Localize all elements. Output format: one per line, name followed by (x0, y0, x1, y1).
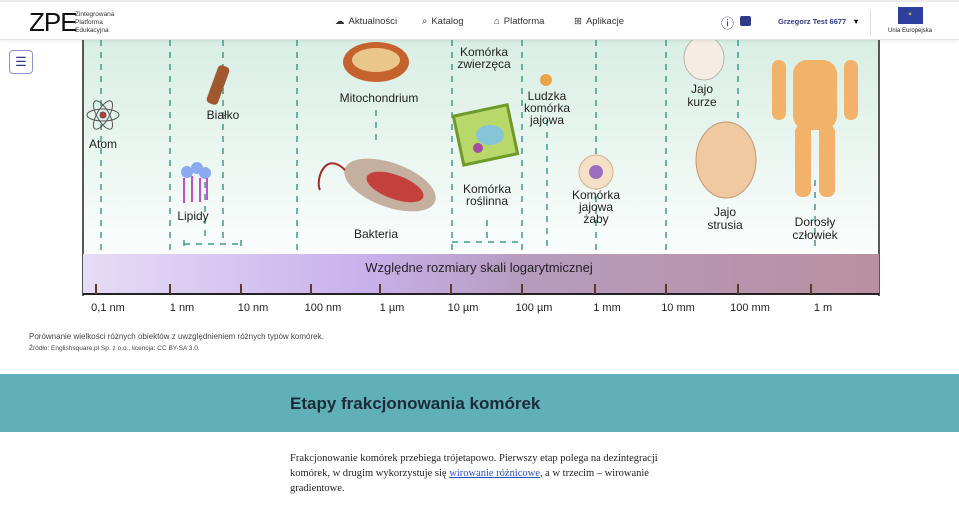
label-protein: Białko (207, 108, 240, 122)
human-figure-icon (772, 60, 858, 197)
label-human-egg: jajowa (529, 113, 564, 127)
zpe-logo[interactable]: ZPE (29, 7, 78, 37)
chevron-down-icon: ▼ (852, 17, 860, 26)
label-chicken-egg: kurze (687, 95, 717, 109)
eu-label: Unia Europejska (887, 28, 933, 34)
label-frog-egg: Komórka (572, 188, 620, 202)
scale-tick-label: 1 µm (380, 302, 405, 314)
scale-tick-label: 100 mm (730, 302, 770, 314)
table-of-contents-button[interactable]: ☰ (9, 50, 33, 74)
lipid-icon (181, 162, 211, 203)
megaphone-icon: ☁ (335, 16, 345, 27)
protein-icon (206, 65, 230, 105)
scale-tick-label: 1 m (814, 302, 832, 314)
logo-line: Edukacyjna (75, 27, 109, 34)
scale-tick-label: 1 nm (170, 302, 194, 314)
accessibility-icon[interactable]: ⓘ (721, 16, 735, 31)
logo-line: Platforma (75, 19, 103, 26)
label-mitochondrion: Mitochondrium (340, 91, 419, 105)
platform-icon: ⌂ (494, 16, 500, 27)
scale-tick-label: 0,1 nm (91, 302, 125, 314)
label-animal-cell: Komórka (460, 45, 508, 59)
scale-tick-label: 100 nm (305, 302, 342, 314)
scale-bar-title: Względne rozmiary skali logarytmicznej (365, 260, 593, 275)
paragraph-text: , a w trzecim – wirowanie gradientowe. (290, 468, 649, 494)
chicken-egg-icon (683, 40, 725, 81)
link-wirowanie-roznicowe[interactable]: wirowanie różnicowe (449, 468, 540, 479)
eu-flag-icon: ✶ (897, 7, 923, 24)
logo-subtitle: Zintegrowana Platforma Edukacyjna (75, 11, 114, 35)
logo-line: Zintegrowana (75, 11, 115, 18)
scale-bar (83, 254, 879, 294)
paragraph-text: Frakcjonowanie komórek przebiega trójeta… (290, 453, 658, 479)
search-icon: ⌕ (422, 16, 428, 27)
nav-label: Katalog (431, 16, 464, 27)
label-plant-cell: Komórka (463, 182, 511, 196)
mitochondrion-icon (343, 42, 409, 82)
figure-source: Źródło: Englishsquare.pl Sp. z o.o., lic… (29, 345, 200, 352)
nav-katalog[interactable]: ⌕Katalog (422, 16, 464, 27)
label-human-egg: Ludzka (528, 89, 567, 103)
ostrich-egg-icon (695, 121, 757, 199)
label-human-egg: komórka (524, 101, 570, 115)
briefcase-icon[interactable] (740, 16, 751, 26)
section-title: Etapy frakcjonowania komórek (290, 394, 541, 413)
top-border (0, 0, 959, 2)
label-ostrich-egg: strusia (707, 218, 743, 232)
label-adult-human: Dorosły (795, 215, 836, 229)
label-chicken-egg: Jajo (691, 82, 713, 96)
divider (870, 10, 871, 35)
scale-tick-label: 10 µm (448, 302, 479, 314)
scale-tick-label: 10 mm (661, 302, 695, 314)
bacteria-icon (317, 158, 436, 212)
label-atom: Atom (89, 137, 117, 151)
label-ostrich-egg: Jajo (714, 205, 736, 219)
figure-caption: Porównanie wielkości różnych obiektów z … (29, 332, 324, 341)
grid-icon: ⊞ (574, 16, 582, 27)
nav-aktualnosci[interactable]: ☁Aktualności (335, 16, 397, 27)
label-plant-cell: roślinna (466, 194, 508, 208)
top-header: ZPE Zintegrowana Platforma Edukacyjna ☁A… (0, 2, 959, 40)
label-frog-egg: jajowa (578, 200, 613, 214)
size-scale-figure: Względne rozmiary skali logarytmicznej 0… (82, 40, 880, 314)
label-lipids: Lipidy (177, 209, 208, 223)
nav-platforma[interactable]: ⌂Platforma (494, 16, 544, 27)
nav-aplikacje[interactable]: ⊞Aplikacje (574, 16, 624, 27)
scale-tick-label: 100 µm (516, 302, 553, 314)
plant-cell-icon (451, 102, 520, 167)
user-menu[interactable]: Grzegorz Test 6677 ▼ (778, 17, 860, 26)
section-header: Etapy frakcjonowania komórek (0, 374, 959, 432)
nav-label: Aplikacje (585, 16, 624, 27)
frog-egg-icon (578, 154, 614, 190)
label-animal-cell: zwierzęca (457, 57, 511, 71)
nav-label: Aktualności (348, 16, 398, 27)
label-frog-egg: żaby (583, 212, 608, 226)
label-adult-human: człowiek (792, 228, 838, 242)
section-paragraph: Frakcjonowanie komórek przebiega trójeta… (290, 451, 690, 496)
nav-label: Platforma (503, 16, 545, 27)
list-icon: ☰ (15, 54, 27, 69)
scale-tick-label: 1 mm (593, 302, 621, 314)
human-egg-icon (540, 74, 552, 86)
scale-tick-label: 10 nm (238, 302, 269, 314)
atom-icon (86, 100, 120, 130)
eu-logo: ✶ Unia Europejska (881, 7, 939, 34)
label-bacteria: Bakteria (354, 227, 398, 241)
user-name: Grzegorz Test 6677 (778, 17, 847, 26)
